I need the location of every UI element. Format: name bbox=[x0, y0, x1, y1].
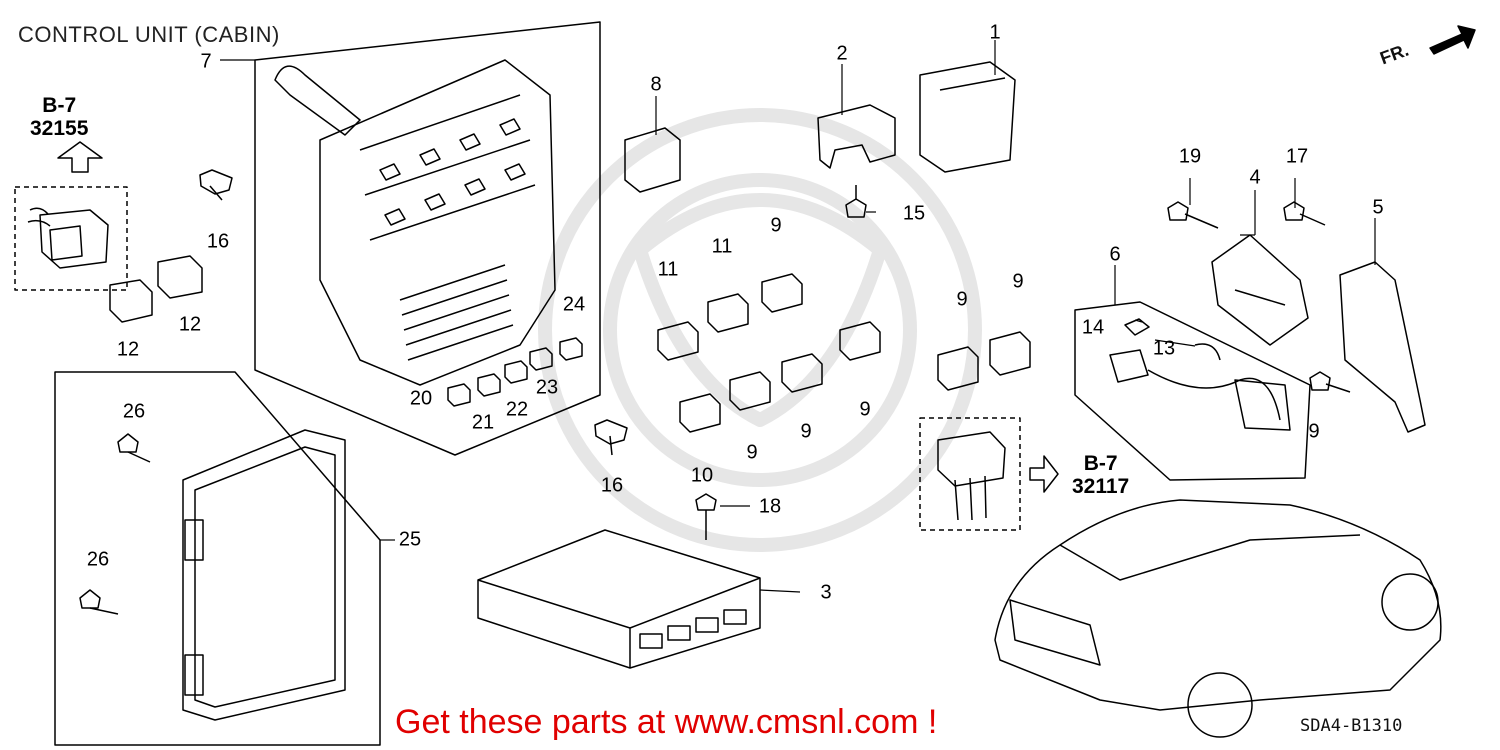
callout-10[interactable]: 10 bbox=[690, 464, 714, 487]
connector-dashed-box bbox=[14, 186, 128, 291]
connector-dashed-box-right bbox=[919, 417, 1021, 531]
callout-9[interactable]: 9 bbox=[1012, 270, 1024, 293]
control-unit-3-icon bbox=[477, 529, 761, 669]
diagram-title: CONTROL UNIT (CABIN) bbox=[18, 22, 280, 47]
callout-12[interactable]: 12 bbox=[116, 338, 140, 361]
relay-9b-icon bbox=[839, 321, 881, 361]
callout-4[interactable]: 4 bbox=[1249, 166, 1261, 189]
callout-11[interactable]: 11 bbox=[711, 235, 733, 258]
callout-19[interactable]: 19 bbox=[1178, 145, 1202, 168]
callout-7[interactable]: 7 bbox=[200, 50, 212, 73]
promo-link[interactable]: Get these parts at www.cmsnl.com ! bbox=[395, 703, 938, 741]
callout-9[interactable]: 9 bbox=[1308, 420, 1320, 443]
relay-9e-icon bbox=[937, 346, 979, 391]
callout-11[interactable]: 11 bbox=[657, 258, 679, 281]
diagram-code: SDA4-B1310 bbox=[1300, 716, 1403, 736]
screw-26-top-icon bbox=[117, 433, 151, 463]
leader-lines bbox=[220, 40, 1376, 593]
callout-12[interactable]: 12 bbox=[178, 313, 202, 336]
callout-5[interactable]: 5 bbox=[1372, 196, 1384, 219]
callout-21[interactable]: 21 bbox=[471, 411, 495, 434]
relay-9c-icon bbox=[781, 353, 823, 393]
ecu-25-icon bbox=[182, 429, 346, 721]
callout-9[interactable]: 9 bbox=[859, 398, 871, 421]
callout-26[interactable]: 26 bbox=[122, 400, 146, 423]
screw-16-bottom-icon bbox=[594, 419, 628, 456]
callout-1[interactable]: 1 bbox=[989, 21, 1001, 44]
callout-24[interactable]: 24 bbox=[562, 293, 586, 316]
relay-11b-icon bbox=[707, 293, 749, 333]
relay-24-icon bbox=[559, 337, 583, 361]
watermark-logo bbox=[538, 108, 982, 552]
connector-icon-right bbox=[937, 431, 1006, 521]
clip-14-icon bbox=[1124, 318, 1150, 336]
bracket-2-icon bbox=[817, 104, 896, 169]
fusebox-icon bbox=[274, 59, 556, 386]
callout-3[interactable]: 3 bbox=[820, 581, 832, 604]
callout-23[interactable]: 23 bbox=[535, 376, 559, 399]
callout-14[interactable]: 14 bbox=[1081, 316, 1105, 339]
relay-10-icon bbox=[679, 393, 721, 433]
callout-9[interactable]: 9 bbox=[800, 420, 812, 443]
relay-9d-icon bbox=[729, 371, 771, 411]
callout-9[interactable]: 9 bbox=[746, 441, 758, 464]
front-direction-arrow-icon bbox=[1429, 25, 1476, 55]
relay-11-icon bbox=[657, 321, 699, 361]
callout-9[interactable]: 9 bbox=[770, 214, 782, 237]
relay-8-icon bbox=[624, 127, 681, 193]
bolt-19-icon bbox=[1167, 201, 1219, 229]
bolt-18-icon bbox=[695, 493, 717, 540]
control-unit-1-icon bbox=[919, 61, 1016, 173]
relay-23-icon bbox=[529, 347, 553, 371]
screw-16-top-icon bbox=[199, 169, 233, 201]
callout-25[interactable]: 25 bbox=[398, 528, 422, 551]
relay-21-icon bbox=[477, 373, 501, 397]
callout-6[interactable]: 6 bbox=[1109, 243, 1121, 266]
sensor-4-icon bbox=[1211, 234, 1309, 346]
callout-20[interactable]: 20 bbox=[409, 387, 433, 410]
harness-frame bbox=[1074, 301, 1311, 481]
callout-15[interactable]: 15 bbox=[902, 202, 926, 225]
right-arrow-icon bbox=[1029, 455, 1059, 493]
bolt-15-icon bbox=[845, 185, 867, 218]
reference-label-top[interactable]: B-7 32155 bbox=[30, 94, 88, 140]
reference-code: 32155 bbox=[30, 117, 89, 140]
relay-9f-icon bbox=[989, 331, 1031, 376]
relay-12-right-icon bbox=[157, 255, 203, 299]
reference-label-bottom[interactable]: B-7 32117 bbox=[1072, 452, 1129, 498]
callout-8[interactable]: 8 bbox=[650, 73, 662, 96]
callout-13[interactable]: 13 bbox=[1152, 337, 1176, 360]
callout-22[interactable]: 22 bbox=[505, 398, 529, 421]
ecu-frame bbox=[54, 371, 381, 746]
callout-18[interactable]: 18 bbox=[758, 495, 782, 518]
car-icon bbox=[994, 499, 1442, 738]
relay-22-icon bbox=[504, 360, 528, 384]
callout-16[interactable]: 16 bbox=[600, 474, 624, 497]
harness-6-icon bbox=[1109, 343, 1291, 431]
reference-group: B-7 bbox=[42, 94, 77, 117]
fusebox-frame bbox=[254, 21, 601, 456]
connector-icon-left bbox=[27, 207, 109, 269]
callout-16[interactable]: 16 bbox=[206, 230, 230, 253]
reference-code: 32117 bbox=[1072, 475, 1130, 498]
screw-26-bottom-icon bbox=[79, 589, 119, 615]
reference-group: B-7 bbox=[1083, 452, 1118, 475]
relay-12-left-icon bbox=[109, 279, 153, 323]
callout-2[interactable]: 2 bbox=[836, 42, 848, 65]
relay-9a-icon bbox=[761, 273, 803, 313]
up-arrow-icon bbox=[57, 141, 103, 173]
callout-17[interactable]: 17 bbox=[1285, 145, 1309, 168]
bracket-5-icon bbox=[1339, 261, 1426, 433]
callout-9[interactable]: 9 bbox=[956, 288, 968, 311]
callout-26[interactable]: 26 bbox=[86, 548, 110, 571]
bolt-17-top-icon bbox=[1283, 201, 1326, 226]
relay-20-icon bbox=[447, 383, 471, 407]
bolt-17-bottom-icon bbox=[1309, 371, 1351, 393]
